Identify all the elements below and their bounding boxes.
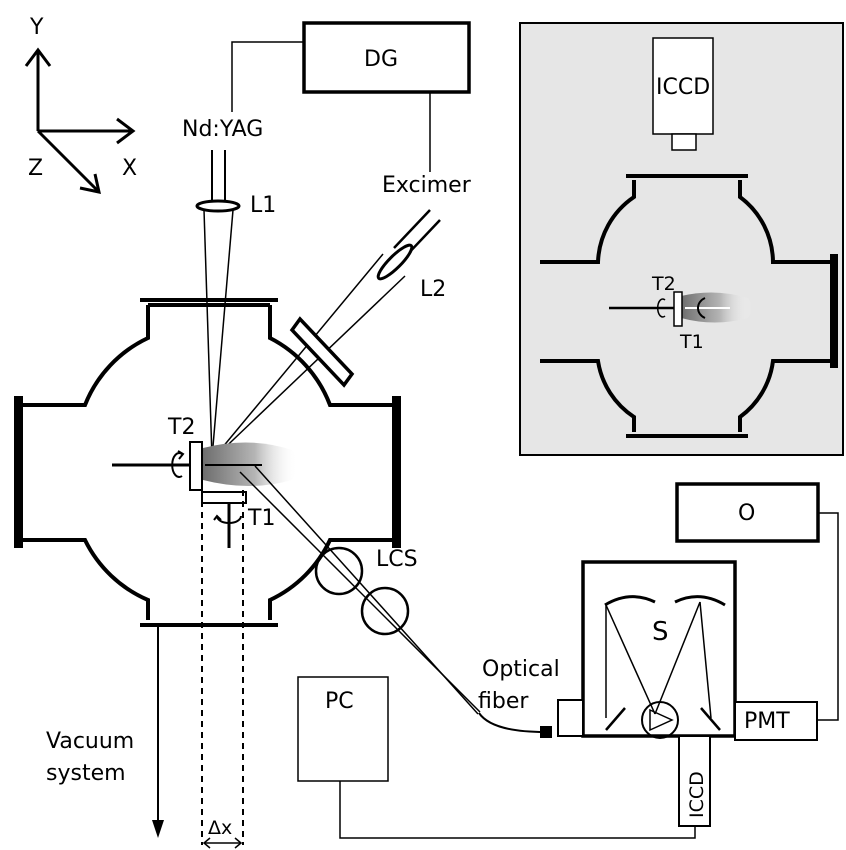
pmt-scope-wire	[817, 512, 839, 721]
vacuum-label-1: Vacuum	[46, 729, 134, 754]
axis-z-label: Z	[28, 156, 43, 181]
right-flange	[392, 396, 401, 548]
chamber-window	[289, 316, 355, 388]
axis-y-label: Y	[29, 15, 44, 40]
lens-l2	[376, 243, 414, 281]
inset-t1-label: T1	[679, 331, 704, 353]
lcs-label: LCS	[376, 547, 418, 572]
pc-label: PC	[325, 689, 354, 714]
target-t2	[112, 441, 203, 491]
delay-generator: DG	[302, 21, 471, 94]
delta-x-label: Δx	[208, 817, 232, 839]
inset-side-view	[519, 22, 844, 456]
excimer-label: Excimer	[382, 173, 472, 198]
spectrometer-iccd-label: ICCD	[686, 771, 708, 818]
lens-l2-label: L2	[420, 277, 446, 302]
delta-x-indicator	[201, 490, 244, 849]
vacuum-label-2: system	[46, 761, 126, 786]
spectrometer-iccd	[678, 735, 711, 827]
left-flange	[14, 396, 23, 548]
nd-yag-trigger-wire	[231, 41, 304, 112]
lens-l1-label: L1	[250, 193, 276, 218]
coordinate-axes: Y X Z	[24, 15, 137, 194]
optical-fiber	[478, 712, 546, 733]
axis-x-label: X	[122, 156, 137, 181]
target-t1	[201, 491, 247, 548]
light-collection-system	[239, 465, 481, 715]
nd-yag-beam	[203, 150, 234, 459]
pmt-label: PMT	[744, 709, 790, 734]
lens-l1	[195, 199, 241, 213]
t2-label: T2	[167, 415, 195, 440]
inset-t2-label: T2	[651, 273, 676, 295]
t1-label: T1	[247, 506, 275, 531]
pc	[297, 676, 389, 782]
nd-yag-label: Nd:YAG	[182, 117, 263, 142]
optical-fiber-label-1: Optical	[482, 657, 560, 682]
pmt	[734, 701, 818, 741]
dg-label: DG	[364, 47, 398, 72]
vacuum-chamber	[22, 303, 393, 620]
inset-iccd-label: ICCD	[656, 75, 710, 100]
vacuum-arrow-head	[152, 820, 164, 838]
spectrometer	[557, 560, 737, 739]
pc-iccd-wire	[339, 781, 696, 839]
spectrometer-label: S	[652, 617, 669, 647]
oscilloscope-label: O	[738, 501, 755, 526]
optical-fiber-label-2: fiber	[478, 689, 529, 714]
